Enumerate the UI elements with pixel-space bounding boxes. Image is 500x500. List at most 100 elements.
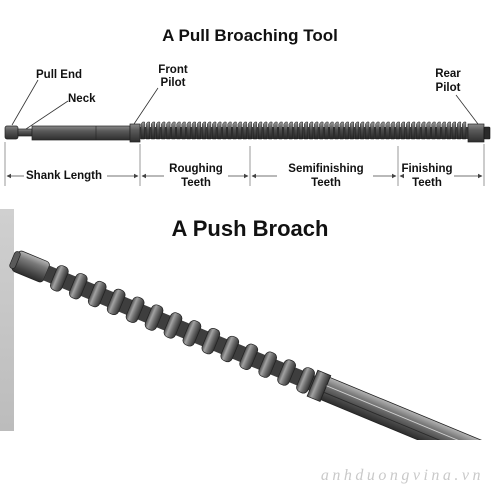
- pull-tooth: [360, 121, 365, 140]
- pull-tooth: [263, 121, 268, 140]
- pull-tooth: [462, 121, 467, 140]
- pull-tooth: [380, 121, 385, 140]
- pull-tooth: [156, 121, 161, 140]
- pull-tooth: [385, 121, 390, 140]
- pull-tooth: [268, 121, 273, 140]
- pull-tooth: [416, 121, 421, 140]
- pull-tooth: [309, 121, 314, 140]
- push-tooth: [277, 359, 296, 386]
- finishing-teeth-label-line2: Teeth: [412, 177, 442, 189]
- pull-tooth: [344, 121, 349, 140]
- pull-tooth: [370, 121, 375, 140]
- push-tooth: [258, 351, 278, 378]
- pull-tooth: [375, 121, 380, 140]
- pull-tooth: [314, 121, 319, 140]
- shank: [31, 125, 131, 141]
- front-pilot-label-line1: Front: [158, 64, 188, 76]
- rear-pilot-leader: [455, 94, 479, 125]
- pull-tooth: [222, 121, 227, 140]
- semifinishing-teeth-label-line1: Semifinishing: [288, 163, 364, 175]
- pull-tooth: [390, 121, 395, 140]
- pull-tooth: [365, 121, 370, 140]
- rear-pilot: [467, 123, 485, 143]
- pull-tooth: [441, 121, 446, 140]
- pull-tooth: [400, 121, 405, 140]
- push-tooth: [125, 296, 145, 323]
- push-tooth: [50, 265, 69, 292]
- pull-tooth: [247, 121, 252, 140]
- pull-tooth: [405, 121, 411, 140]
- push-tooth: [68, 273, 88, 300]
- roughing-teeth-label-line1: Roughing: [169, 163, 223, 175]
- pull-end: [4, 125, 19, 140]
- push-broach-drawing: [9, 250, 497, 440]
- pull-tooth: [411, 121, 416, 140]
- pull-tooth: [334, 121, 339, 140]
- shank-length-label: Shank Length: [26, 170, 103, 182]
- push-tooth: [87, 280, 107, 308]
- push-tooth: [182, 320, 202, 347]
- rear-pilot-label-line2: Pilot: [435, 82, 461, 94]
- pull-tooth: [273, 121, 278, 140]
- semifinishing-teeth-label-line2: Teeth: [311, 177, 341, 189]
- pull-tooth: [150, 121, 156, 140]
- pull-end-leader: [11, 79, 39, 126]
- push-teeth-group: [50, 265, 315, 394]
- push-tooth: [163, 312, 183, 339]
- pull-tooth: [171, 121, 176, 140]
- pull-tooth: [288, 121, 293, 140]
- pull-tooth: [329, 121, 334, 140]
- watermark: anhduongvina.vn: [320, 467, 484, 484]
- front-pilot-leader: [133, 87, 159, 125]
- roughing-teeth-label-line2: Teeth: [181, 177, 211, 189]
- front-pilot-label-line2: Pilot: [160, 77, 186, 89]
- pull-tooth: [207, 121, 212, 140]
- neck-label: Neck: [68, 93, 96, 105]
- pull-tooth: [212, 121, 217, 140]
- pull-tooth: [446, 121, 451, 140]
- pull-tooth: [349, 121, 354, 140]
- pull-tooth: [161, 121, 166, 140]
- pull-tooth: [242, 121, 247, 140]
- pull-tooth: [283, 121, 288, 140]
- push-tooth: [106, 288, 126, 316]
- neck: [17, 128, 33, 137]
- pull-broach-drawing: [4, 79, 491, 186]
- pull-tooth: [181, 121, 186, 140]
- pull-tooth: [339, 121, 344, 140]
- push-tooth: [220, 335, 240, 363]
- push-tooth: [144, 304, 164, 331]
- pull-tooth: [278, 121, 283, 140]
- rear-pilot-label-line1: Rear: [435, 68, 461, 80]
- pull-tooth: [426, 121, 431, 140]
- pull-tooth: [451, 121, 456, 140]
- pull-teeth-group: [140, 121, 467, 140]
- pull-tooth: [176, 121, 181, 140]
- pull-tooth: [319, 121, 324, 140]
- pull-tooth: [303, 121, 309, 140]
- neck-leader: [25, 100, 69, 130]
- pull-tooth: [140, 121, 145, 140]
- pull-tooth: [232, 121, 237, 140]
- pull-tooth: [252, 121, 258, 140]
- pull-tooth: [166, 121, 171, 140]
- pull-tooth: [431, 121, 436, 140]
- push-tooth: [296, 367, 315, 394]
- pull-end-label: Pull End: [36, 69, 82, 81]
- pull-tooth: [395, 121, 400, 140]
- push-broach-title: A Push Broach: [171, 216, 329, 241]
- pull-tooth: [324, 121, 329, 140]
- pull-tooth: [217, 121, 222, 140]
- pull-tooth: [196, 121, 201, 140]
- finishing-teeth-label-line1: Finishing: [401, 163, 453, 175]
- pull-tooth: [201, 121, 207, 140]
- pull-broach-title: A Pull Broaching Tool: [162, 26, 338, 45]
- push-hex-shank: [320, 376, 497, 440]
- pull-tooth: [227, 121, 232, 140]
- pull-tooth: [436, 121, 441, 140]
- pull-tooth: [293, 121, 298, 140]
- push-tooth: [239, 343, 259, 370]
- pull-tooth: [456, 121, 462, 140]
- push-tooth: [201, 328, 221, 355]
